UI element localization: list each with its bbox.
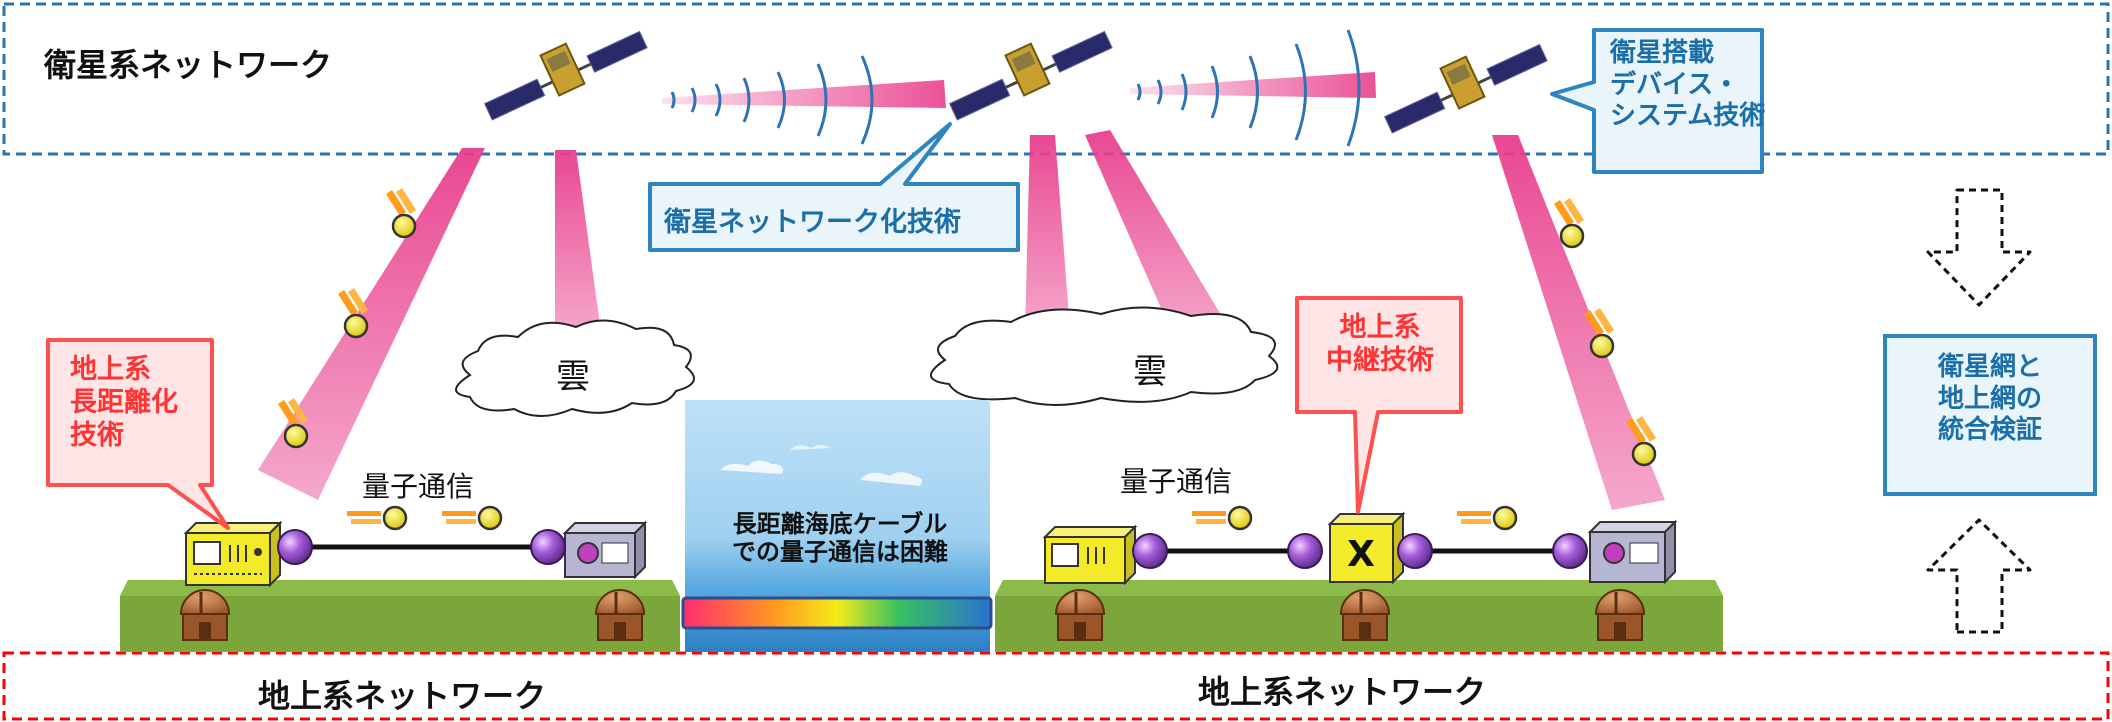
beam [1085,130,1230,340]
beam [1025,135,1070,332]
beam [1492,135,1665,510]
callout-satellite-networking [648,122,1020,252]
cloud-left [455,319,695,417]
callout-relay-text: 地上系 中継技術 [1326,312,1434,376]
callout-long-distance [46,338,230,530]
undersea-cable-label: 長距離海底ケーブル での量子通信は困難 [732,510,948,567]
quantum-device-icon [183,520,283,588]
qubit-spheres [277,529,1588,569]
cloud-right [930,306,1279,406]
fiber-links [295,544,1570,554]
ground-network-left-label: 地上系ネットワーク [258,677,547,715]
satellite-icon [948,30,1113,121]
callout-relay [1295,296,1463,514]
callout-integration-text: 衛星網と 地上網の 統合検証 [1937,352,2042,446]
quantum-device-icon [1587,519,1678,585]
cloud-left-label: 雲 [556,357,590,397]
callout-satellite-networking-text: 衛星ネットワーク化技術 [664,207,961,238]
observatory-dome-icon [1339,589,1391,641]
observatory-dome-icon [1054,589,1106,641]
callout-onboard-device [1550,28,1764,174]
relay-node-label: X [1347,534,1375,575]
observatory-dome-icon [594,589,646,641]
photon-icon [1554,198,1585,249]
callout-long-distance-text: 地上系 長距離化 技術 [70,354,178,451]
quantum-comm-left-label: 量子通信 [362,470,475,503]
satellite-icon [483,30,648,121]
inter-satellite-links [662,29,1376,147]
undersea-cable-panel [681,400,993,652]
photon-icon [386,188,417,239]
dashed-arrow-icon [1926,188,2032,307]
quantum-device-icon [1042,524,1138,586]
observatory-dome-icon [1594,589,1646,641]
photon-icon [442,505,503,531]
beam [258,148,485,500]
ground-network-region [2,651,2110,721]
beams [258,130,1665,510]
satellite-icon [1383,43,1548,134]
beam [555,150,600,335]
photon-icon [278,398,309,449]
satellite-network-label: 衛星系ネットワーク [44,46,333,84]
dashed-arrow-icon [1926,518,2032,634]
photon-icon [1192,505,1253,531]
photon-icon [338,288,369,339]
ground-network-right-label: 地上系ネットワーク [1198,673,1487,711]
photon-icon [1626,416,1657,467]
photons-horizontal [347,505,1518,531]
photon-icon [347,505,408,531]
cloud-right-label: 雲 [1133,352,1167,392]
callout-onboard-device-text: 衛星搭載 デバイス・ システム技術 [1610,38,1766,132]
quantum-device-icon [562,520,648,580]
relay-node: X [1327,511,1406,585]
callout-integration [1883,334,2097,496]
photon-icon [1584,308,1615,359]
photon-icon [1457,505,1518,531]
quantum-comm-right-label: 量子通信 [1120,465,1233,498]
undersea-cable [681,596,993,630]
photons-diagonal [278,188,1657,467]
observatory-dome-icon [179,589,231,641]
